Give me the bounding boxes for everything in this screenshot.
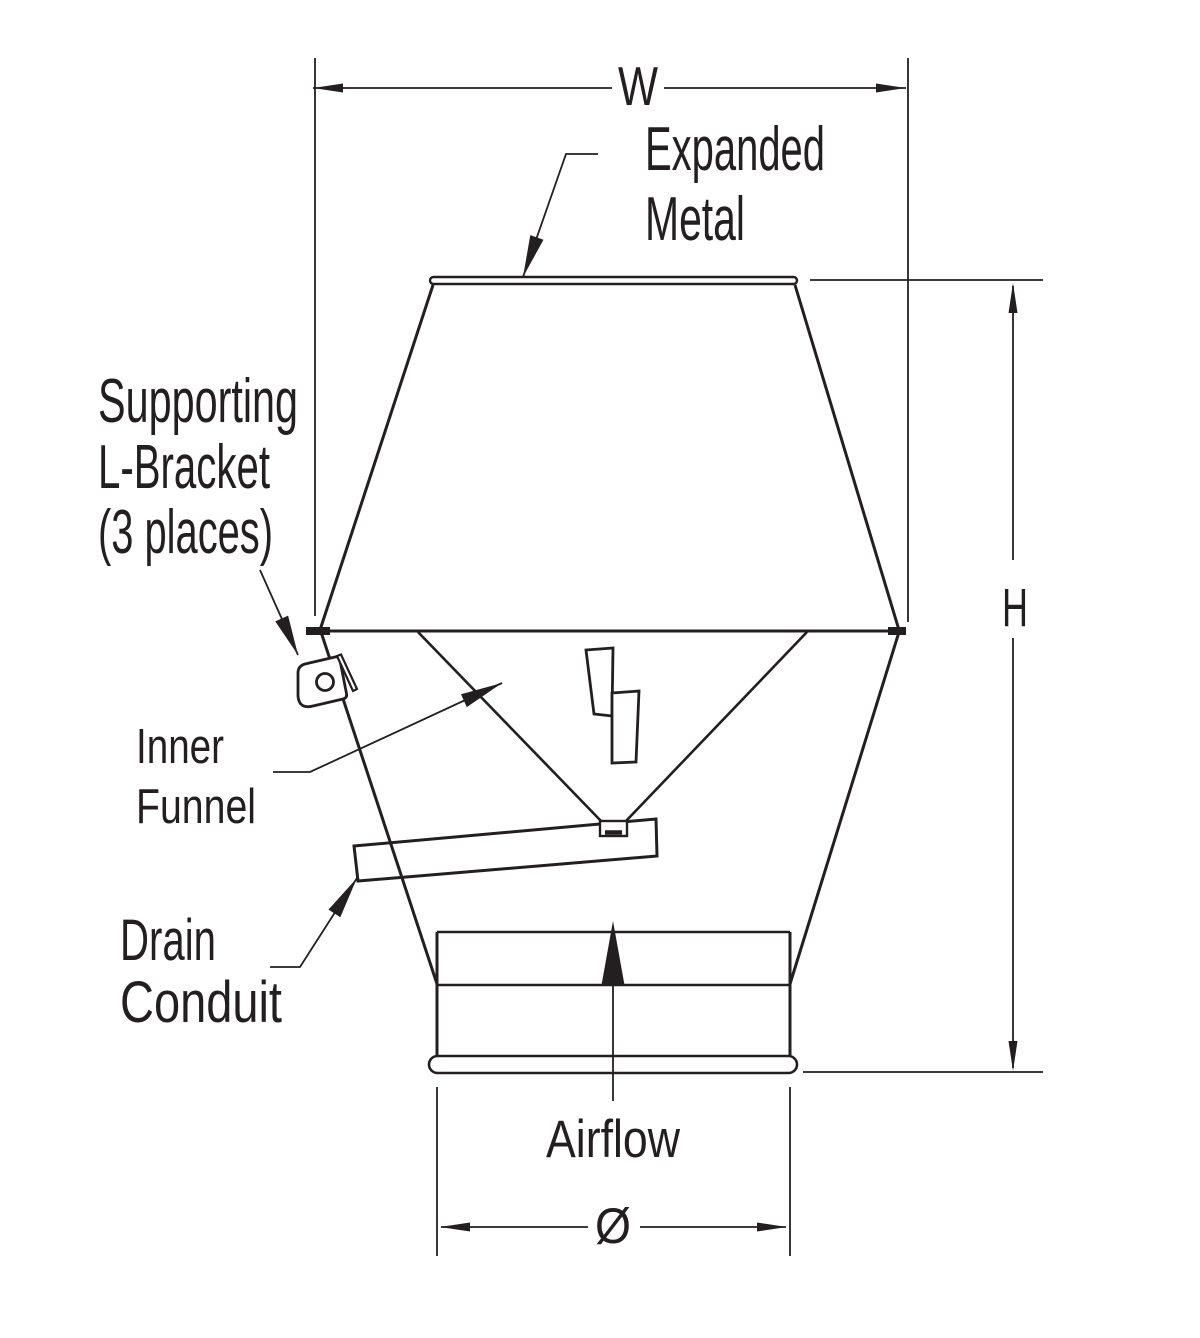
drain-conduit-pipe [352,817,659,883]
inner-funnel-leader [273,682,503,773]
upper-cone-left-edge [318,284,435,631]
inner-funnel-right-edge [625,631,808,822]
deflector-vane-front [610,689,641,765]
supporting-bracket-label-line1: Supporting [98,367,298,436]
dia-arrowhead-left [440,1222,470,1232]
inner-funnel-left-edge [417,631,602,822]
dia-arrowhead-right [757,1222,787,1232]
diameter-dimension: Ø [436,1087,791,1256]
h-arrowhead-down [1008,1041,1018,1071]
supporting-bracket-label-line2: L-Bracket [98,433,270,502]
expanded-metal-label-line1: Expanded [645,115,825,184]
l-bracket-leader-arrowhead [275,615,298,655]
h-dimension: H [803,279,1043,1073]
w-arrowhead-left [313,83,343,93]
supporting-bracket-label-line3: (3 places) [98,498,273,567]
h-arrowhead-up [1008,283,1018,313]
drain-conduit-leader-arrowhead [328,878,357,918]
h-dimension-label: H [1002,578,1028,638]
expanded-metal-leader-arrowhead [523,235,544,277]
callout-labels: Expanded Metal Supporting L-Bracket (3 p… [98,115,825,1169]
drain-conduit-label-line2: Conduit [120,970,282,1035]
body-right-edge [788,631,901,985]
l-bracket-flange [335,653,359,693]
deflector-vane-rear [584,646,615,718]
airflow-arrowhead [601,921,625,985]
l-bracket-bolt-hole [315,672,335,692]
leader-lines [259,153,598,968]
airflow-label: Airflow [546,1110,681,1169]
inner-funnel-label-line2: Funnel [136,780,256,834]
w-arrowhead-right [876,83,906,93]
airflow-indicator [601,921,625,1101]
inner-funnel-leader-arrowhead [461,683,502,708]
w-dimension-label: W [618,55,658,117]
inner-funnel-label-line1: Inner [136,720,224,774]
w-dimension: W [313,55,909,622]
expanded-metal-leader [522,153,598,278]
expanded-metal-label-line2: Metal [645,185,745,254]
upper-cone-right-edge [793,284,901,631]
dia-dimension-label: Ø [595,1198,631,1254]
jet-cap-body [296,275,906,1075]
expanded-metal-top-bar [428,275,799,286]
drain-conduit-leader [270,877,358,968]
drain-conduit-label-line1: Drain [120,908,216,973]
